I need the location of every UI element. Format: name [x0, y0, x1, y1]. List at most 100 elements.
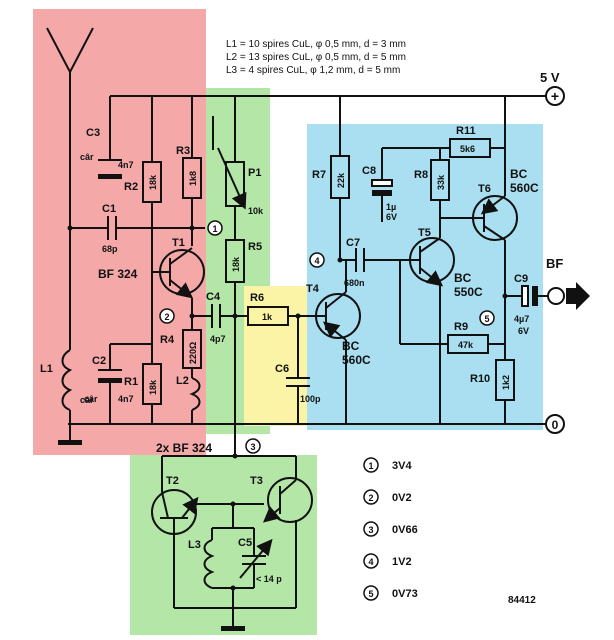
c3-value: 4n7 [118, 160, 134, 170]
p1-value: 10k [248, 206, 264, 216]
legend-1-value: 3V4 [392, 460, 412, 472]
legend-2-num: 2 [368, 493, 373, 503]
c4-label: C4 [206, 291, 221, 303]
r2-value: 18k [148, 174, 158, 190]
c6-value: 100p [300, 394, 321, 404]
test-point-3 [245, 438, 261, 454]
r6-value: 1k [262, 312, 273, 322]
c7-value: 680n [344, 278, 365, 288]
legend-5-value: 0V73 [392, 588, 418, 600]
r4-value: 220Ω [188, 342, 198, 364]
t1-label: T1 [172, 237, 185, 249]
t4-type: BC [342, 339, 360, 353]
r9-value: 47k [458, 340, 474, 350]
output-label: BF [546, 256, 563, 271]
plus-terminal [545, 86, 565, 106]
r1-label: R1 [124, 376, 138, 388]
c8-value2: 6V [386, 212, 397, 222]
legend-1-num: 1 [368, 461, 373, 471]
t3-label: T3 [250, 475, 263, 487]
c1-label: C1 [102, 203, 116, 215]
test-point-5 [479, 310, 495, 326]
l1-coil [61, 349, 73, 411]
c8-label: C8 [362, 165, 376, 177]
test-point-1-num: 1 [212, 224, 217, 234]
t4-type2: 560C [342, 353, 371, 367]
c2-value: 4n7 [118, 394, 134, 404]
c3-label: C3 [86, 127, 100, 139]
c7-label: C7 [346, 237, 360, 249]
region-rf-input [33, 9, 206, 455]
plus-symbol: + [551, 88, 559, 104]
t3-transistor [267, 477, 313, 523]
r3-label: R3 [176, 145, 190, 157]
r7-label: R7 [312, 169, 326, 181]
t4-label: T4 [306, 283, 320, 295]
legend-4-num: 4 [368, 557, 373, 567]
r2-label: R2 [124, 181, 138, 193]
c5-trimmer [239, 538, 273, 579]
r11-label: R11 [456, 125, 476, 137]
coil-note-l1: L1 = 10 spires CuL, φ 0,5 mm, d = 3 mm [226, 39, 406, 50]
t5-label: T5 [418, 227, 431, 239]
l1-value: câr [80, 395, 94, 405]
c8-value: 1µ [386, 202, 396, 212]
r8-label: R8 [414, 169, 428, 181]
r11-value: 5k6 [460, 144, 475, 154]
l1-label: L1 [40, 363, 53, 375]
test-point-1 [207, 220, 223, 236]
test-point-5-num: 5 [484, 314, 489, 324]
t2-label: T2 [166, 475, 179, 487]
pair-label: 2x BF 324 [156, 441, 212, 455]
legend-3-value: 0V66 [392, 524, 418, 536]
l2-coil [189, 377, 201, 411]
c1-value: 68p [102, 244, 118, 254]
c9-value2: 6V [518, 326, 529, 336]
region-filter [244, 286, 307, 426]
c2-label: C2 [92, 355, 106, 367]
r4-label: R4 [160, 334, 175, 346]
supply-voltage-label: 5 V [540, 70, 560, 85]
l3-coil [203, 539, 215, 589]
l3-label: L3 [188, 539, 201, 551]
r3-value: 1k8 [188, 171, 198, 186]
c4-value: 4p7 [210, 334, 226, 344]
c9-value: 4µ7 [514, 314, 529, 324]
coil-note-l2: L2 = 13 spires CuL, φ 0,5 mm, d = 5 mm [226, 52, 406, 63]
c5-value: < 14 p [256, 574, 282, 584]
ground-symbol-l1 [58, 440, 82, 445]
test-point-2-num: 2 [164, 312, 169, 322]
t5-type2: 550C [454, 285, 483, 299]
t6-transistor [472, 195, 518, 241]
output-arrow-icon [566, 282, 590, 310]
r9-label: R9 [454, 321, 468, 333]
test-point-legend: 1 3V4 2 0V2 3 0V66 4 1V2 5 0V73 [363, 457, 418, 601]
coil-note-l3: L3 = 4 spires CuL, φ 1,2 mm, d = 5 mm [226, 65, 400, 76]
c3-note: câr [80, 152, 94, 162]
t6-type: BC [510, 167, 528, 181]
legend-5-num: 5 [368, 589, 373, 599]
p1-wiper [217, 147, 247, 210]
p1-label: P1 [248, 167, 261, 179]
c9-label: C9 [514, 273, 528, 285]
t6-label: T6 [478, 183, 491, 195]
t5-type: BC [454, 271, 472, 285]
r5-value: 18k [231, 256, 241, 272]
ground-terminal [545, 414, 565, 434]
test-point-4-num: 4 [314, 256, 319, 266]
r6-label: R6 [250, 292, 264, 304]
ground-symbol-osc [221, 626, 245, 631]
test-point-3-num: 3 [250, 442, 255, 452]
t6-type2: 560C [510, 181, 539, 195]
l2-label: L2 [176, 375, 189, 387]
r5-label: R5 [248, 241, 262, 253]
r1-value: 18k [148, 379, 158, 395]
legend-3-num: 3 [368, 525, 373, 535]
t1-type: BF 324 [98, 267, 138, 281]
r10-label: R10 [470, 373, 490, 385]
test-point-2 [159, 308, 175, 324]
c6-label: C6 [275, 363, 289, 375]
legend-4-value: 1V2 [392, 556, 412, 568]
r7-value: 22k [336, 172, 346, 188]
